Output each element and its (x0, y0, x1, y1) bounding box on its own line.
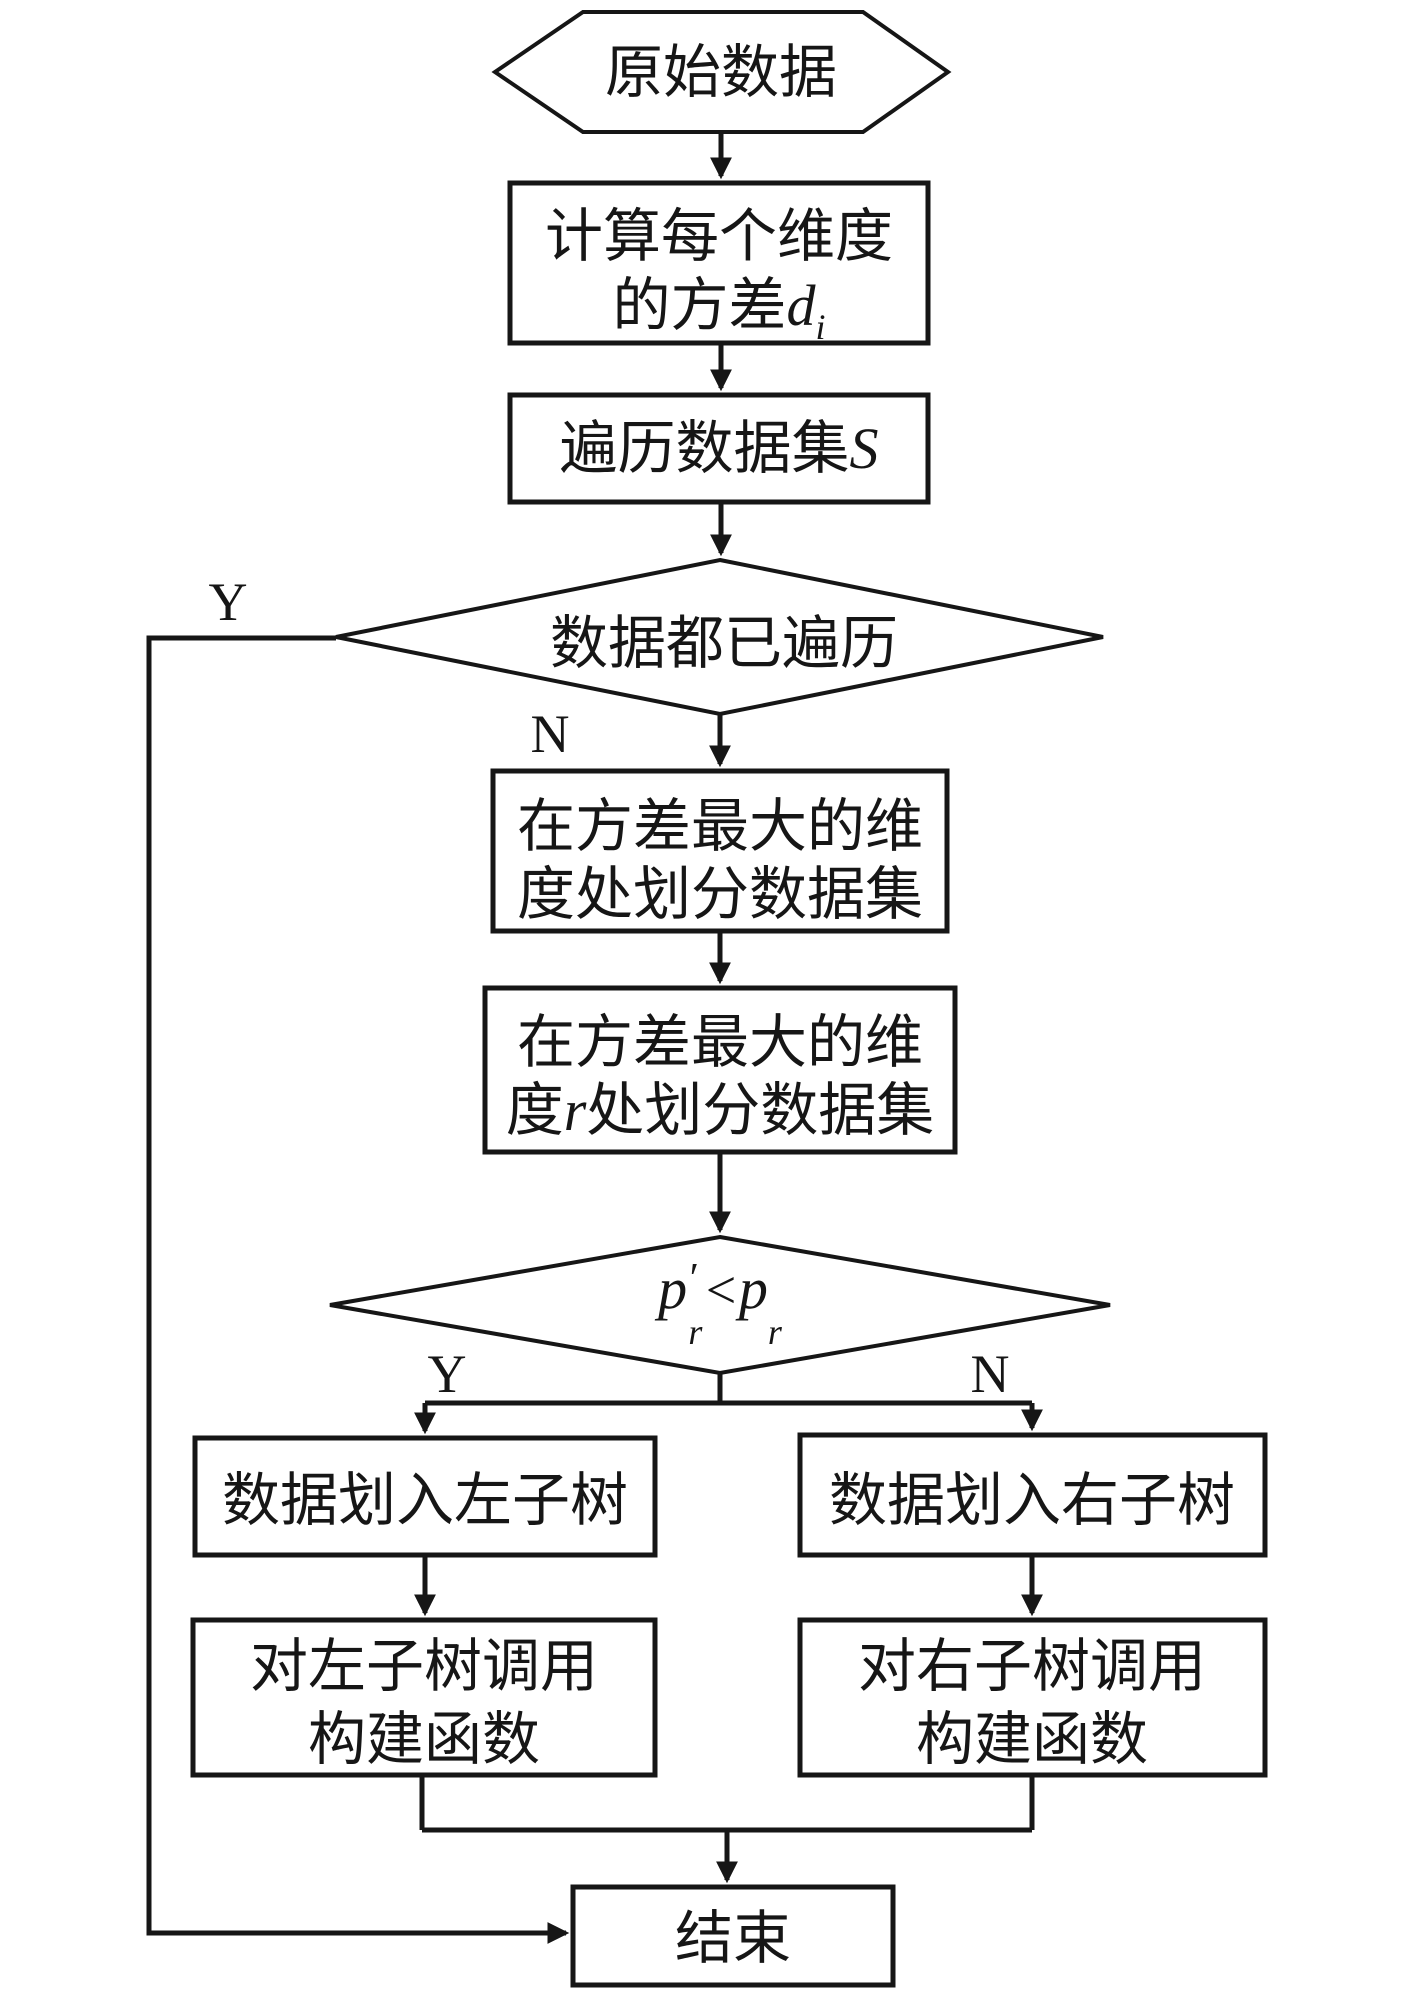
assign-left-box (192, 1435, 658, 1558)
split-dimension-line1: 在方差最大的维 (517, 794, 923, 859)
traverse-label: 遍历数据集S (559, 416, 878, 481)
recurse-left-line1: 对左子树调用 (250, 1634, 598, 1699)
recurse-right-line2: 构建函数 (916, 1707, 1148, 1772)
assign-right-label: 数据划入右子树 (829, 1468, 1235, 1533)
traversed-yes-label: Y (209, 572, 248, 632)
start-label: 原始数据 (605, 40, 837, 105)
split-dimension-r-line2: 度r处划分数据集 (506, 1078, 935, 1143)
compare-yes-label: Y (428, 1344, 467, 1404)
split-dimension-line2: 度处划分数据集 (517, 862, 923, 927)
assign-left-label: 数据划入左子树 (222, 1468, 628, 1533)
assign-right-box (797, 1432, 1268, 1558)
edge-decision1-yes-loop (146, 635, 570, 1945)
compare-no-label: N (971, 1344, 1010, 1404)
calc-variance-line2: 的方差di (612, 273, 825, 347)
compare-decision-label: p′r<pr (654, 1256, 783, 1352)
end-box (570, 1884, 896, 1988)
recurse-left-line2: 构建函数 (308, 1707, 540, 1772)
compare-decision-diamond (329, 1234, 1111, 1376)
calc-variance-line1: 计算每个维度 (545, 204, 893, 269)
edge-decision2-junction (425, 1373, 1032, 1406)
split-dimension-box (490, 768, 950, 934)
edge-merge-junction (419, 1775, 1035, 1833)
calc-variance-box (507, 180, 931, 346)
recurse-left-box (190, 1617, 658, 1778)
split-dimension-r-box (482, 985, 958, 1155)
traverse-box (507, 392, 931, 505)
start-hexagon (491, 10, 952, 134)
split-dimension-r-line1: 在方差最大的维 (517, 1010, 923, 1075)
traversed-no-label: N (531, 704, 570, 764)
traversed-decision-label: 数据都已遍历 (550, 611, 898, 676)
recurse-right-line1: 对右子树调用 (858, 1634, 1206, 1699)
traversed-decision-diamond (335, 557, 1104, 717)
end-label: 结束 (675, 1906, 791, 1971)
recurse-right-box (797, 1617, 1268, 1778)
